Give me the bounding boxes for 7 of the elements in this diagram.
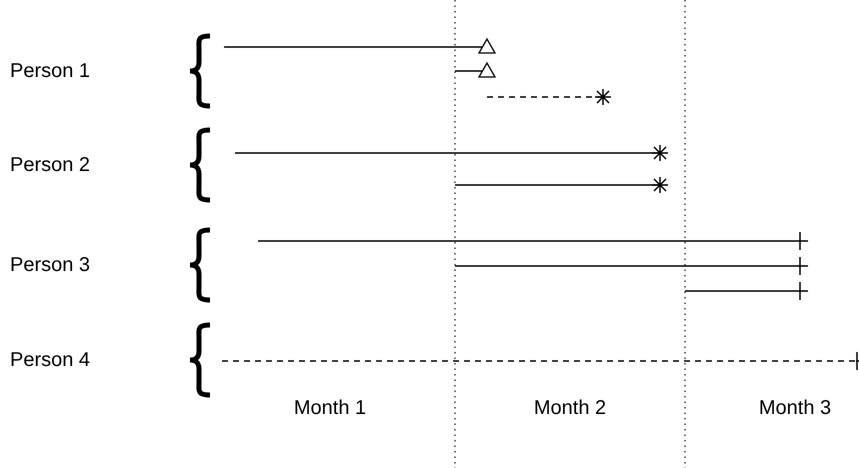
row-label: Person 1 bbox=[10, 61, 90, 81]
row-label: Person 2 bbox=[10, 155, 90, 175]
row-label: Person 3 bbox=[10, 255, 90, 275]
row-label: Person 4 bbox=[10, 350, 90, 370]
column-label: Month 2 bbox=[534, 398, 606, 418]
column-label: Month 3 bbox=[758, 398, 832, 418]
column-label: Month 1 bbox=[294, 398, 366, 418]
